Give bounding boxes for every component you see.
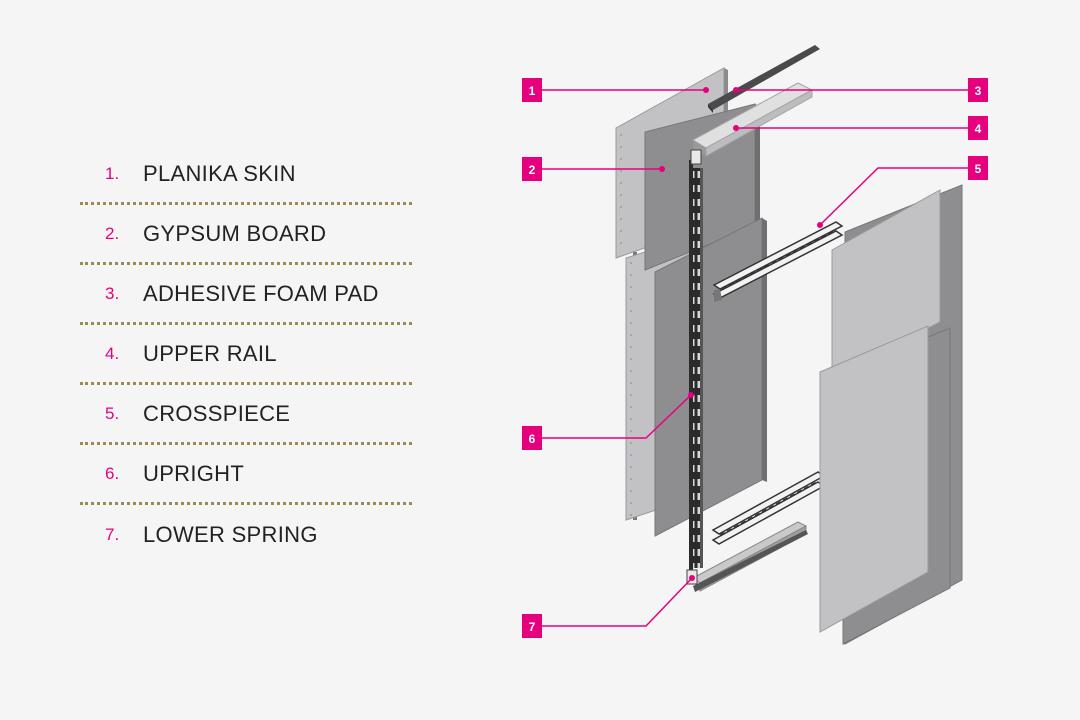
crosspiece-upper: [712, 221, 844, 302]
callout-dot: [659, 166, 665, 172]
callout-marker: [968, 78, 988, 102]
legend-number: 4.: [105, 343, 120, 363]
callout-marker: [968, 116, 988, 140]
left-panel-stack: [615, 67, 767, 537]
callout-dot: [689, 575, 695, 581]
callout-marker: [522, 426, 542, 450]
legend-number: 5.: [105, 403, 120, 423]
legend-item-lower-spring: 7. LOWER SPRING: [80, 505, 412, 565]
top-rails: [692, 45, 820, 157]
callout-3: 3: [733, 78, 988, 102]
legend-item-crosspiece: 5. CROSSPIECE: [80, 385, 412, 445]
legend-item-planika-skin: 1. PLANIKA SKIN: [80, 145, 412, 205]
legend-item-upper-rail: 4. UPPER RAIL: [80, 325, 412, 385]
callout-6: 6: [522, 392, 694, 450]
callout-dot: [733, 87, 739, 93]
callout-marker: [522, 614, 542, 638]
callout-5: 5: [817, 156, 988, 228]
legend-number: 1.: [105, 163, 120, 183]
lower-spring: [686, 521, 808, 592]
legend-item-adhesive-foam-pad: 3. ADHESIVE FOAM PAD: [80, 265, 412, 325]
legend-number: 2.: [105, 223, 120, 243]
legend-number: 6.: [105, 463, 120, 483]
callout-number: 7: [529, 620, 536, 634]
legend-number: 3.: [105, 283, 120, 303]
legend-label: ADHESIVE FOAM PAD: [143, 280, 379, 306]
legend-label: GYPSUM BOARD: [143, 220, 327, 246]
component-legend: 1. PLANIKA SKIN 2. GYPSUM BOARD 3. ADHES…: [80, 145, 412, 565]
callout-marker: [522, 78, 542, 102]
legend-label: CROSSPIECE: [143, 400, 291, 426]
callout-number: 6: [529, 432, 536, 446]
callout-4: 4: [733, 116, 988, 140]
callout-dot: [817, 222, 823, 228]
upright: [689, 149, 703, 570]
callout-marker: [968, 156, 988, 180]
legend-number: 7.: [105, 525, 120, 544]
callout-number: 3: [975, 84, 982, 98]
callout-number: 1: [529, 84, 536, 98]
callout-dot: [733, 125, 739, 131]
right-panel-stack: [819, 184, 963, 645]
callout-marker: [522, 157, 542, 181]
callout-number: 4: [975, 122, 982, 136]
legend-label: UPPER RAIL: [143, 340, 277, 366]
callout-dot: [703, 87, 709, 93]
legend-item-upright: 6. UPRIGHT: [80, 445, 412, 505]
legend-label: LOWER SPRING: [143, 522, 318, 547]
legend-label: PLANIKA SKIN: [143, 160, 296, 186]
legend-item-gypsum-board: 2. GYPSUM BOARD: [80, 205, 412, 265]
callout-1: 1: [522, 78, 709, 102]
callout-dot: [688, 392, 694, 398]
callout-2: 2: [522, 157, 665, 181]
callout-number: 5: [975, 162, 982, 176]
callout-7: 7: [522, 575, 695, 638]
legend-label: UPRIGHT: [143, 460, 245, 486]
callout-number: 2: [529, 163, 536, 177]
